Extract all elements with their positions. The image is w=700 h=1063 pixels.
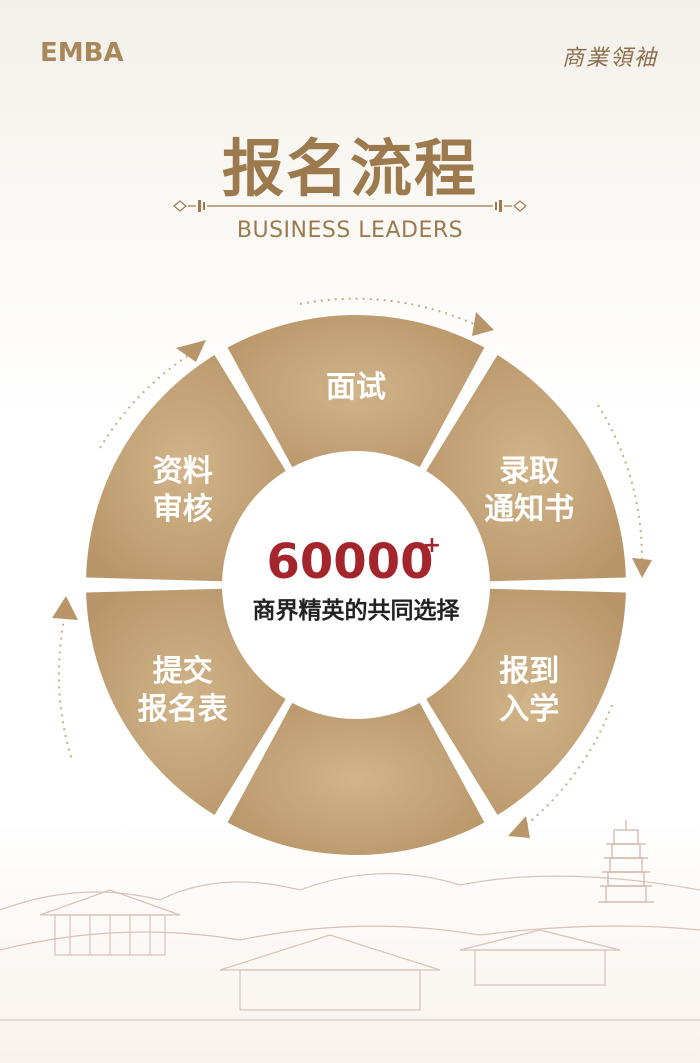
step-label-line1: 提交	[153, 654, 213, 689]
step-label-line1: 录取	[499, 454, 559, 489]
step-watermark-number: 03	[320, 358, 392, 418]
calligraphy-logo: 商業領袖	[561, 46, 658, 71]
step-label-line1: 报到	[499, 654, 559, 689]
step-watermark-number: 02	[147, 458, 219, 518]
step-watermark-number: 04	[493, 458, 565, 518]
arrow-head-icon	[176, 340, 206, 362]
step-watermark-number: 05	[493, 658, 565, 718]
step-label-line2: 入学	[499, 692, 559, 727]
brand-label: EMBA	[40, 38, 124, 68]
step-label-line2: 通知书	[484, 492, 574, 527]
cycle-arrows	[57, 297, 644, 831]
arrow-head-icon	[52, 596, 78, 620]
wheel-segment	[86, 355, 286, 582]
step-label-line1: 面试	[326, 370, 386, 405]
wheel-segment	[86, 588, 286, 815]
step-label-line2: 报名表	[138, 692, 228, 727]
campus-landscape-illustration	[0, 820, 700, 1021]
stat-number: 60000	[267, 534, 434, 590]
stat-plus-sign: +	[423, 533, 441, 558]
step-label-line2: 审核	[153, 492, 213, 527]
pagoda-icon	[598, 820, 654, 903]
arrow-heads	[52, 312, 652, 838]
arrow-head-icon	[508, 816, 530, 838]
center-circle	[234, 463, 478, 707]
title-divider-ornament	[173, 200, 527, 212]
wheel-segment	[227, 702, 485, 855]
arrow-head-icon	[632, 558, 652, 578]
wheel-segment	[426, 355, 626, 582]
page-title: 报名流程	[221, 132, 478, 205]
page-subtitle: BUSINESS LEADERS	[236, 218, 464, 243]
wheel-segment	[426, 588, 626, 815]
step-label-line1: 资料	[153, 454, 213, 489]
wheel-segment	[227, 315, 485, 468]
stat-tagline: 商界精英的共同选择	[253, 597, 461, 624]
arrow-head-icon	[472, 312, 494, 336]
step-watermark-number: 01	[147, 658, 219, 718]
